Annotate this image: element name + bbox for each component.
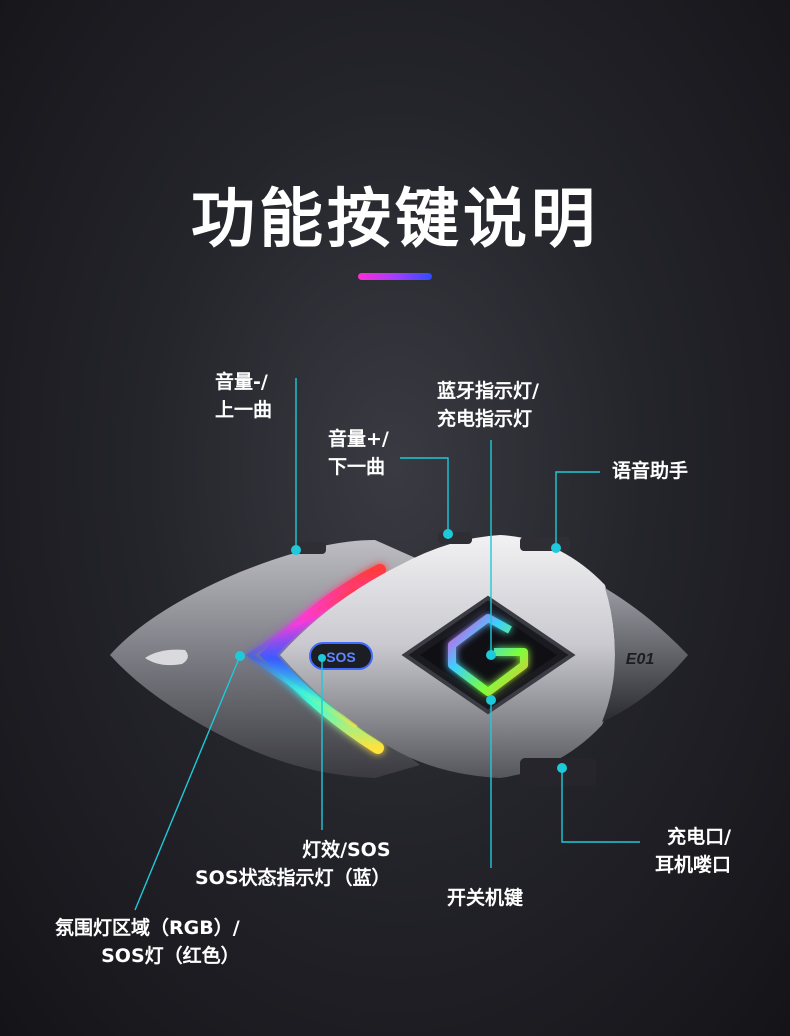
label-voice-assistant: 语音助手 [612,460,689,482]
charge-port-cover [520,758,596,786]
page-title: 功能按键说明 [191,183,599,257]
leader-lines [134,378,640,911]
label-power-key: 开关机键 [447,887,524,909]
g-logo [448,614,528,696]
model-label: E01 [626,651,655,668]
voice-button [520,537,570,551]
label-vol-minus: 音量-/ 上一曲 [215,371,273,421]
sos-button-label: SOS [326,649,356,665]
label-bt-indicator: 蓝牙指示灯/ 充电指示灯 [437,380,539,430]
sos-button [309,642,373,670]
label-ambient-light: 氛围灯区域（RGB）/ SOS灯（红色） [55,917,240,967]
rgb-chevron [259,564,386,754]
tip-cap [602,588,688,722]
label-vol-plus: 音量+/ 下一曲 [328,428,389,478]
label-sos-light: 灯效/SOS SOS状态指示灯（蓝） [195,839,391,889]
label-charge-port: 充电口/ 耳机喽口 [655,826,732,876]
nose-slot [145,649,188,666]
leader-dots [235,529,567,773]
title-underline [358,273,432,280]
